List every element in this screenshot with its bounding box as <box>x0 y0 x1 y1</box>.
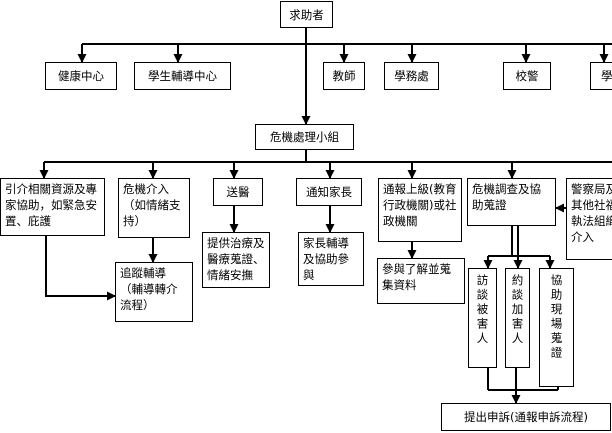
node-scene-evidence-label: 協助現場蒐證 <box>549 274 564 361</box>
node-crisis-intervention: 危機介入（如情緒支持） <box>118 178 190 238</box>
node-scene-evidence: 協助現場蒐證 <box>539 268 574 387</box>
node-assist-data-collection: 參與了解並蒐集資料 <box>377 258 465 304</box>
node-parent-counseling: 家長輔導及協助參與 <box>298 232 364 286</box>
node-interview-offender-label: 約談加害人 <box>510 274 525 347</box>
node-police-social-agencies: 警察局及其他社福執法組織介入 <box>566 178 612 260</box>
node-crisis-team: 危機處理小組 <box>255 124 354 150</box>
node-health-center: 健康中心 <box>45 62 117 90</box>
node-send-hospital: 送醫 <box>213 178 263 206</box>
node-referral-resources: 引介相關資源及專家協助，如緊急安置、庇護 <box>0 178 105 236</box>
node-teacher: 教師 <box>323 62 365 90</box>
node-report-authority: 通報上級(教育行政機關)或社政機關 <box>378 178 462 242</box>
node-partial-offscreen: 學 <box>590 62 612 90</box>
root-node: 求助者 <box>280 1 333 28</box>
node-interview-offender: 約談加害人 <box>505 268 530 368</box>
node-tracking-counseling: 追蹤輔導（輔導轉介流程） <box>115 262 193 322</box>
node-academic-affairs: 學務處 <box>384 62 439 90</box>
node-crisis-investigation: 危機調查及協助蒐證 <box>467 178 556 226</box>
node-counseling-center: 學生輔導中心 <box>134 62 231 90</box>
node-interview-victim-label: 訪談被害人 <box>475 274 490 347</box>
node-interview-victim: 訪談被害人 <box>468 268 497 368</box>
node-notify-parent: 通知家長 <box>296 178 362 206</box>
node-campus-police: 校警 <box>503 62 551 90</box>
node-treatment-evidence: 提供治療及醫療蒐證、情緒安撫 <box>202 232 270 288</box>
node-file-complaint: 提出申訴(通報申訴流程) <box>441 403 611 431</box>
